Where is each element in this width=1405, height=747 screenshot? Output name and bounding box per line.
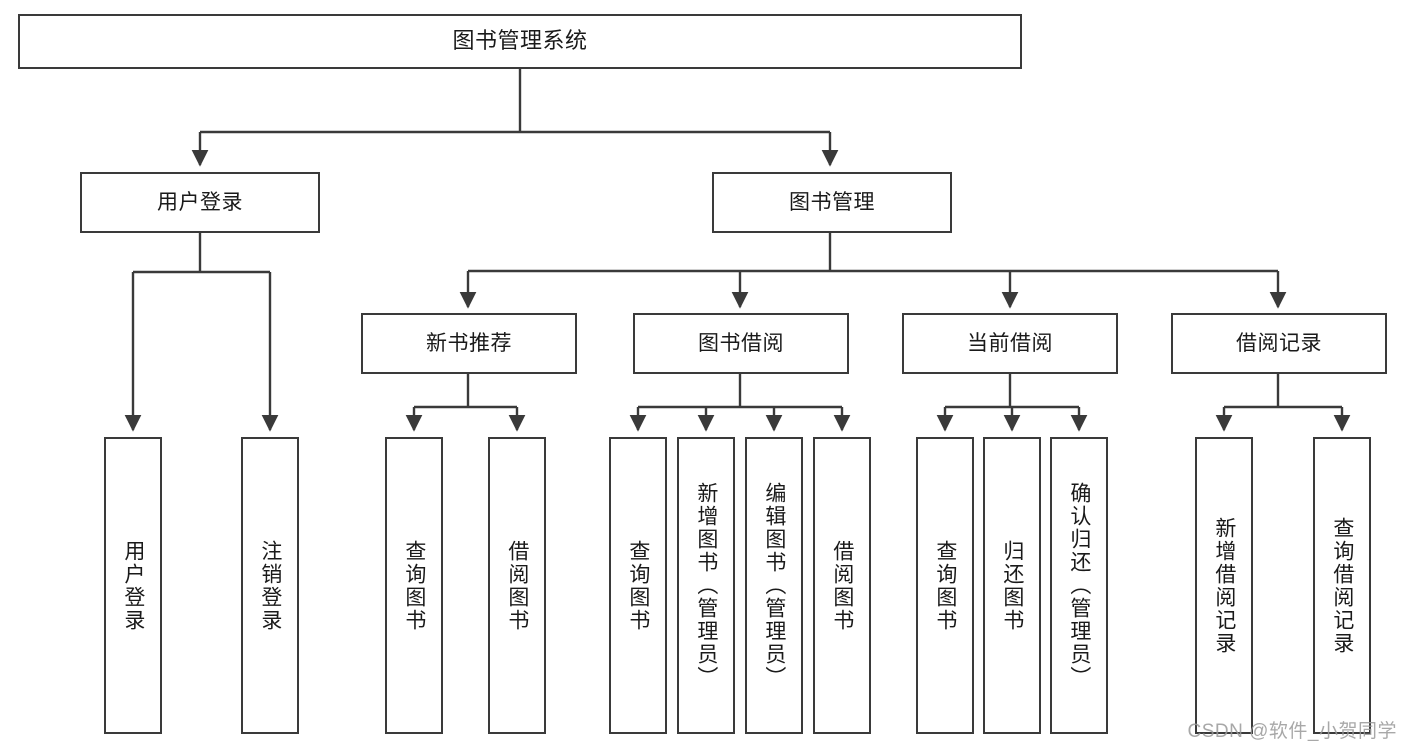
node-leaf-query-book-1[interactable]: 查询图书 — [385, 437, 443, 734]
node-leaf-borrow-book-2-label: 借阅图书 — [830, 539, 854, 632]
node-leaf-logout-login-label: 注销登录 — [258, 539, 282, 632]
node-borrow-record-label: 借阅记录 — [1236, 331, 1322, 355]
node-leaf-query-record[interactable]: 查询借阅记录 — [1313, 437, 1371, 734]
node-leaf-borrow-book-1-label: 借阅图书 — [505, 539, 529, 632]
node-leaf-add-record[interactable]: 新增借阅记录 — [1195, 437, 1253, 734]
node-root[interactable]: 图书管理系统 — [18, 14, 1022, 69]
node-leaf-query-book-3[interactable]: 查询图书 — [916, 437, 974, 734]
node-leaf-edit-book[interactable]: 编辑图书（管理员） — [745, 437, 803, 734]
node-borrow-record[interactable]: 借阅记录 — [1171, 313, 1387, 374]
node-current-borrow-label: 当前借阅 — [967, 331, 1053, 355]
node-leaf-query-book-2[interactable]: 查询图书 — [609, 437, 667, 734]
node-leaf-query-book-3-label: 查询图书 — [933, 539, 957, 632]
node-user-login-label: 用户登录 — [157, 190, 243, 214]
node-leaf-return-book[interactable]: 归还图书 — [983, 437, 1041, 734]
node-root-label: 图书管理系统 — [452, 28, 588, 54]
node-book-manage[interactable]: 图书管理 — [712, 172, 952, 233]
node-leaf-confirm-return[interactable]: 确认归还（管理员） — [1050, 437, 1108, 734]
node-leaf-confirm-return-label: 确认归还（管理员） — [1067, 482, 1091, 689]
node-leaf-borrow-book-1[interactable]: 借阅图书 — [488, 437, 546, 734]
node-leaf-add-book-label: 新增图书（管理员） — [694, 482, 718, 689]
node-new-book-recommend[interactable]: 新书推荐 — [361, 313, 577, 374]
node-book-borrow[interactable]: 图书借阅 — [633, 313, 849, 374]
node-leaf-add-record-label: 新增借阅记录 — [1212, 516, 1236, 655]
node-new-book-recommend-label: 新书推荐 — [426, 331, 512, 355]
node-leaf-logout-login[interactable]: 注销登录 — [241, 437, 299, 734]
node-leaf-borrow-book-2[interactable]: 借阅图书 — [813, 437, 871, 734]
node-current-borrow[interactable]: 当前借阅 — [902, 313, 1118, 374]
node-leaf-add-book[interactable]: 新增图书（管理员） — [677, 437, 735, 734]
node-leaf-return-book-label: 归还图书 — [1000, 539, 1024, 632]
node-leaf-edit-book-label: 编辑图书（管理员） — [762, 482, 786, 689]
node-leaf-query-record-label: 查询借阅记录 — [1330, 516, 1354, 655]
node-book-manage-label: 图书管理 — [789, 190, 875, 214]
node-leaf-query-book-1-label: 查询图书 — [402, 539, 426, 632]
node-leaf-query-book-2-label: 查询图书 — [626, 539, 650, 632]
csdn-watermark: CSDN @软件_小贺同学 — [1187, 721, 1397, 742]
node-leaf-user-login-label: 用户登录 — [121, 539, 145, 632]
node-book-borrow-label: 图书借阅 — [698, 331, 784, 355]
node-leaf-user-login[interactable]: 用户登录 — [104, 437, 162, 734]
node-user-login[interactable]: 用户登录 — [80, 172, 320, 233]
